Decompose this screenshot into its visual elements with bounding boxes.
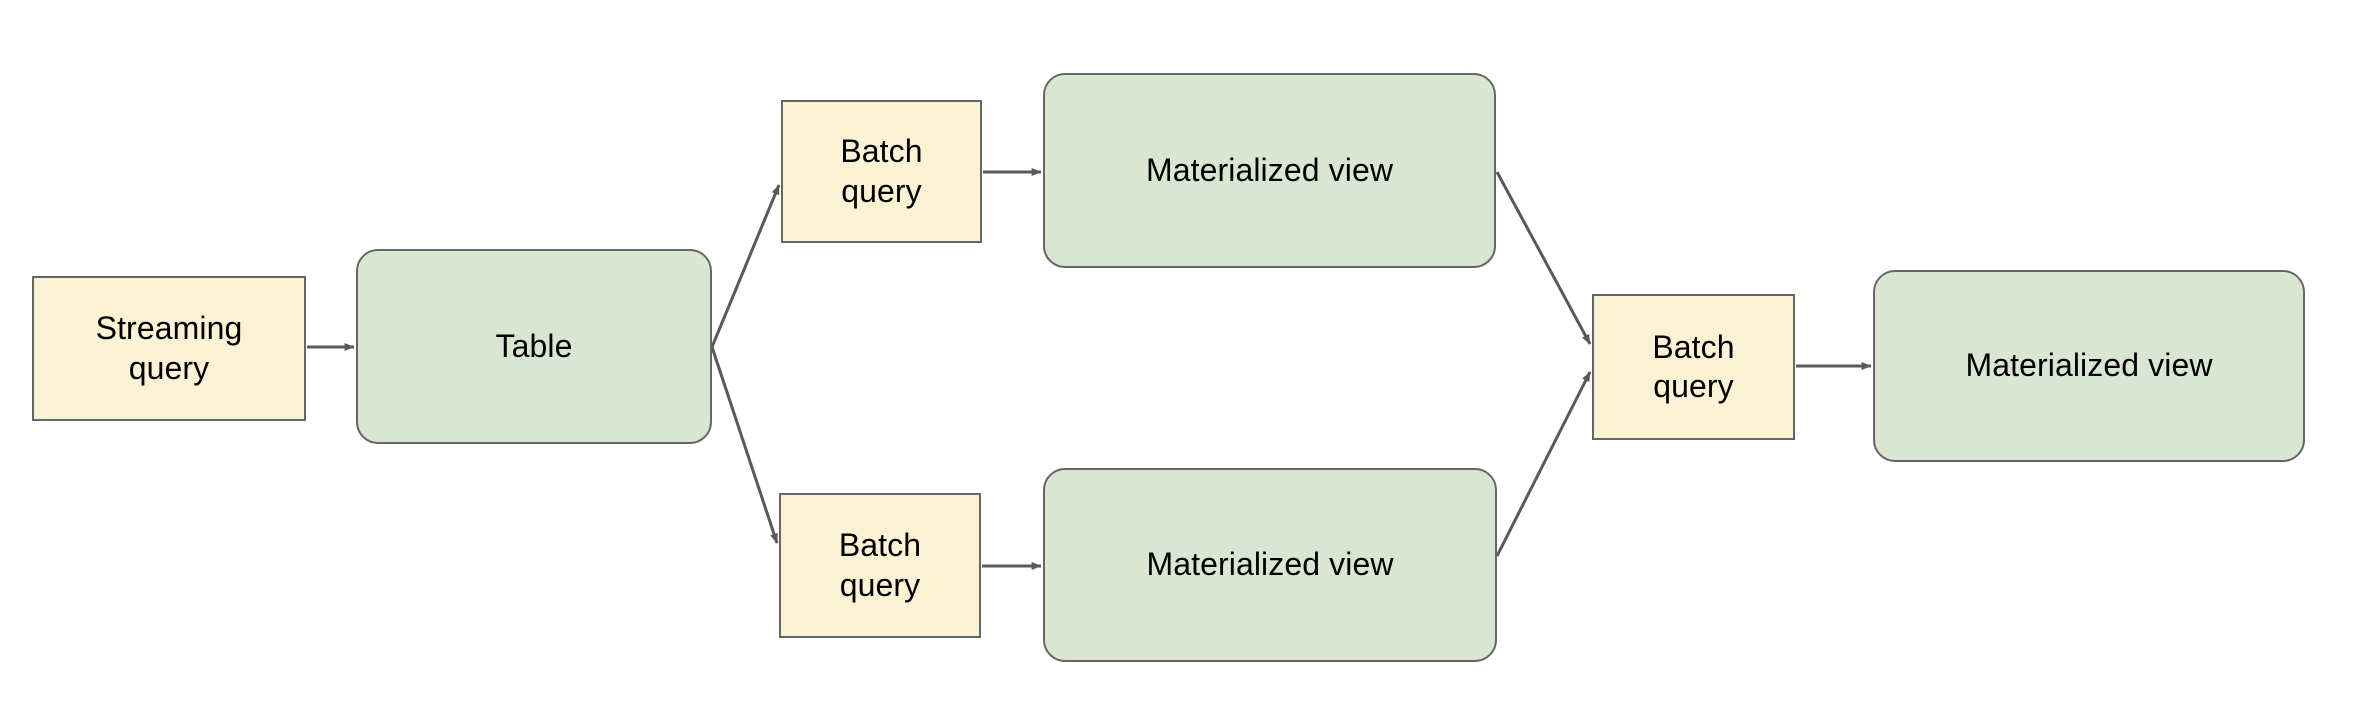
node-batch-query-bottom[interactable]: Batch query (779, 493, 981, 638)
node-batch-query-top[interactable]: Batch query (781, 100, 982, 243)
node-materialized-view-final[interactable]: Materialized view (1873, 270, 2305, 462)
node-materialized-view-bottom-label: Materialized view (1146, 546, 1394, 583)
edge-table-to-batch-bottom (710, 346, 779, 544)
node-materialized-view-bottom[interactable]: Materialized view (1043, 468, 1497, 662)
node-materialized-view-top-label: Materialized view (1145, 151, 1394, 188)
node-materialized-view-final-label: Materialized view (1965, 347, 2213, 384)
node-batch-query-merge[interactable]: Batch query (1592, 294, 1795, 440)
edge-mv-bottom-to-batch-merge (1495, 371, 1592, 557)
node-materialized-view-top[interactable]: Materialized view (1043, 73, 1496, 268)
node-streaming-query-label: Streaming query (95, 310, 243, 386)
edge-table-to-batch-top (710, 184, 781, 348)
node-batch-query-merge-label: Batch query (1652, 328, 1735, 404)
edge-mv-top-to-batch-merge (1495, 171, 1592, 345)
node-batch-query-bottom-label: Batch query (838, 527, 922, 603)
node-table-label: Table (495, 327, 573, 364)
node-batch-query-top-label: Batch query (840, 133, 923, 209)
node-streaming-query[interactable]: Streaming query (32, 276, 306, 421)
node-table[interactable]: Table (356, 249, 712, 444)
